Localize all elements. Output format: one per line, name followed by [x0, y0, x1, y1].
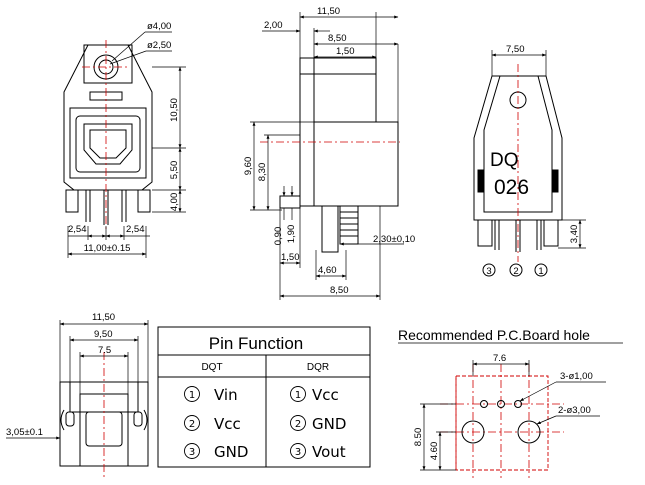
- pcb-footprint: [455, 375, 549, 471]
- table-row: 2 Vcc 2 GND: [189, 415, 347, 433]
- front-leg-right: [137, 189, 151, 213]
- dim-side-body-height: 8,30: [257, 163, 268, 182]
- svg-text:3: 3: [295, 447, 301, 458]
- rear-pin-label-1: 1: [538, 266, 543, 277]
- rear-dimensions: [491, 50, 586, 249]
- table-row: 3 GND 3 Vout: [189, 443, 346, 461]
- pcb-center-lines: [440, 364, 564, 478]
- rear-pin-label-3-circle: [482, 263, 496, 277]
- svg-text:2: 2: [189, 419, 195, 430]
- pcb-dimensions: [420, 360, 606, 471]
- dim-pcb-height: 8.50: [413, 428, 424, 447]
- dim-side-total: 11,50: [317, 6, 340, 17]
- dim-side-bottom-1: 1,50: [281, 252, 300, 263]
- rear-pin-label-2: 2: [513, 266, 518, 277]
- dim-pcb-large-holes: 2-ø3,00: [558, 405, 591, 416]
- dim-front-pin-left: 2,54: [68, 224, 87, 235]
- dim-bottom-outer: 11,50: [92, 312, 115, 323]
- side-front-tab: [279, 195, 301, 209]
- rear-pin-label-1-circle: [534, 263, 548, 277]
- side-dimensions: [250, 12, 404, 300]
- pin-function-title: Pin Function: [209, 334, 304, 353]
- dim-side-flange: 2,00: [264, 20, 283, 31]
- bottom-clip-left: [60, 409, 65, 431]
- svg-text:3: 3: [189, 447, 195, 458]
- pin-function-table: [157, 326, 371, 468]
- dim-side-bottom-3: 8,50: [330, 285, 349, 296]
- column-dqt: DQT: [201, 362, 222, 373]
- front-top-tab: [83, 44, 133, 84]
- dim-side-body: 8,50: [328, 33, 347, 44]
- front-socket-core: [89, 129, 127, 159]
- rear-marking-line2: 026: [494, 176, 529, 199]
- dim-front-lower: 5,50: [169, 161, 180, 180]
- rear-body-inner: [483, 75, 553, 213]
- front-socket-outer: [75, 115, 141, 173]
- dim-bottom-height: 3,05±0.1: [6, 427, 43, 438]
- pcb-hole-small-3: [514, 400, 522, 408]
- dim-side-height: 9,60: [243, 157, 254, 176]
- front-view: [63, 44, 153, 225]
- dim-hole-inner: ø2,50: [147, 40, 171, 51]
- dim-side-bottom-2: 4,60: [318, 265, 337, 276]
- rear-side-slot-left: [477, 169, 485, 193]
- rear-side-slot-right: [551, 169, 559, 193]
- pcb-holes: [461, 400, 541, 444]
- dim-hole-outer: ø4,00: [147, 21, 171, 32]
- side-upper-body: [313, 57, 377, 123]
- pcb-hole-small-1: [480, 400, 488, 408]
- dim-front-upper: 10,50: [169, 98, 180, 122]
- dim-pcb-small-holes: 3-ø1,00: [560, 371, 593, 382]
- dim-side-pin-pitch: 2,30±0,10: [373, 234, 415, 245]
- dim-front-pin-right: 2,54: [126, 224, 145, 235]
- rear-pin-label-3: 3: [486, 266, 491, 277]
- dqt-pin-2: Vcc: [214, 415, 241, 433]
- dim-bottom-mid: 9,50: [94, 329, 113, 340]
- dim-side-pin-a: 0,90: [273, 227, 284, 246]
- rear-leg-left: [477, 219, 493, 247]
- dim-front-leg: 4,00: [169, 193, 180, 212]
- pcb-hole-large-2: [517, 420, 541, 444]
- front-socket-frame: [69, 107, 147, 179]
- dim-bottom-inner: 7.5: [98, 345, 111, 356]
- pcb-title: Recommended P.C.Board hole: [398, 327, 590, 343]
- dim-front-width: 11,00±0.15: [84, 243, 131, 254]
- table-row: 1 Vin 1 Vcc: [189, 386, 339, 404]
- svg-text:1: 1: [295, 390, 301, 401]
- front-leg-left: [65, 189, 79, 213]
- dim-rear-width: 7,50: [506, 44, 525, 55]
- rear-leg-right: [543, 219, 559, 247]
- bottom-clip-right: [143, 409, 148, 431]
- dim-side-pin-b: 1,90: [286, 225, 297, 244]
- side-flange: [299, 57, 315, 207]
- column-dqr: DQR: [307, 362, 329, 373]
- side-main-body: [313, 121, 399, 207]
- pcb-hole-large-1: [461, 420, 485, 444]
- dqr-pin-1: Vcc: [312, 386, 339, 404]
- dqr-pin-2: GND: [312, 415, 346, 433]
- pcb-hole-small-2: [497, 400, 505, 408]
- dim-side-step: 1,50: [336, 46, 355, 57]
- dim-pcb-offset: 4.60: [429, 442, 440, 461]
- pcb-layout: [455, 375, 549, 471]
- rear-marking-line1: DQ: [490, 150, 519, 171]
- dim-rear-pin-len: 3,40: [569, 225, 580, 244]
- svg-text:2: 2: [295, 419, 301, 430]
- front-dimensions: [67, 31, 186, 258]
- dqr-pin-3: Vout: [312, 443, 346, 461]
- front-socket-inner: [83, 123, 133, 165]
- dqt-pin-1: Vin: [214, 386, 238, 404]
- bottom-dimensions: [6, 320, 149, 440]
- side-leg: [321, 205, 339, 253]
- dqt-pin-3: GND: [214, 443, 248, 461]
- dim-pcb-width: 7.6: [493, 353, 506, 364]
- svg-text:1: 1: [189, 390, 195, 401]
- side-view: [279, 57, 399, 253]
- rear-pin-label-2-circle: [509, 263, 523, 277]
- front-center-lines: [82, 40, 130, 232]
- pin-number-circles: [184, 386, 306, 459]
